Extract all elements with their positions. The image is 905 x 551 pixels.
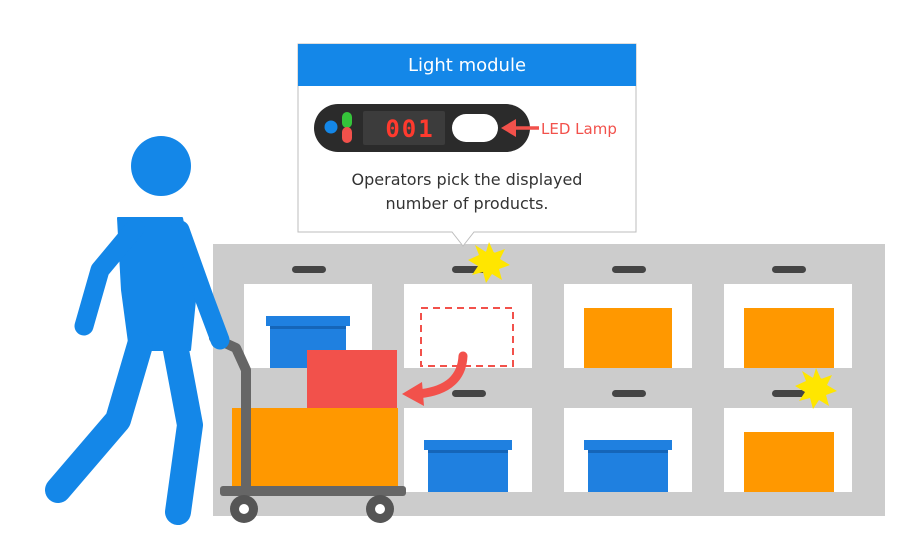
- empty-slot-outline: [420, 307, 514, 367]
- callout-description-line-2: number of products.: [385, 194, 549, 213]
- green-indicator: [342, 112, 352, 128]
- light-module-indicator: [612, 390, 646, 397]
- callout-title: Light module: [407, 54, 527, 76]
- light-burst-icon: [795, 368, 837, 409]
- led-display-panel: [363, 111, 445, 145]
- callout-description: Operators pick the displayed number of p…: [298, 168, 636, 216]
- arrow-icon: [501, 119, 516, 137]
- blue-indicator-dot: [324, 120, 338, 134]
- person-icon: [45, 136, 230, 525]
- light-module-indicator: [772, 266, 806, 273]
- pick-arrow-icon: [402, 351, 468, 406]
- light-module-indicator: [292, 266, 326, 273]
- red-indicator: [342, 127, 352, 143]
- box-icon: [428, 446, 508, 492]
- callout-description-line-1: Operators pick the displayed: [351, 170, 583, 189]
- cart-icon: [209, 333, 406, 523]
- box-icon: [424, 440, 512, 450]
- light-module-indicator: [612, 266, 646, 273]
- box-icon: [744, 308, 834, 368]
- light-module-device: [314, 104, 539, 152]
- box-icon: [584, 440, 672, 450]
- box-icon: [266, 316, 350, 326]
- box-icon: [270, 326, 346, 329]
- light-module-indicator: [452, 390, 486, 397]
- box-icon: [428, 450, 508, 453]
- led-display-value: 001: [385, 115, 435, 143]
- led-lamp-label: LED Lamp: [541, 120, 617, 138]
- box-icon: [744, 432, 834, 492]
- box-icon: [588, 450, 668, 453]
- shelf-bin-2: [404, 284, 532, 368]
- box-icon: [588, 446, 668, 492]
- led-lamp: [452, 114, 498, 142]
- light-burst-icon: [468, 242, 510, 283]
- light-module-indicator: [772, 390, 806, 397]
- box-icon: [584, 308, 672, 368]
